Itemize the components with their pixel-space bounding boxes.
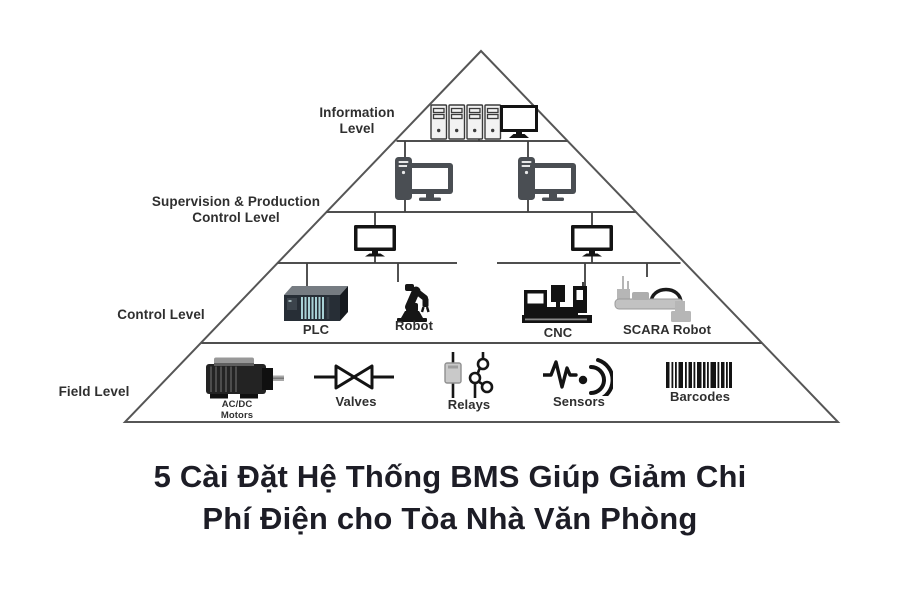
server-rack-icon — [430, 104, 502, 140]
workstation-icon — [518, 157, 576, 201]
device-label-scara-robot: SCARA Robot — [623, 322, 711, 337]
sensor-icon — [543, 358, 613, 396]
cnc-machine-icon — [522, 282, 592, 323]
monitor-icon — [571, 225, 613, 257]
page-title-line-2: Phí Điện cho Tòa Nhà Văn Phòng — [202, 501, 698, 536]
device-label-acdc-motors: AC/DC Motors — [205, 399, 269, 421]
page-title-line-1: 5 Cài Đặt Hệ Thống BMS Giúp Giảm Chi — [153, 459, 747, 494]
level-label-field: Field Level — [41, 384, 147, 400]
device-label-cnc: CNC — [543, 325, 573, 340]
level-label-line: Field Level — [58, 384, 130, 399]
scara-robot-icon — [614, 276, 691, 322]
pyramid-triangle — [122, 49, 841, 423]
page-title: 5 Cài Đặt Hệ Thống BMS Giúp Giảm Chi Phí… — [0, 456, 900, 540]
motor-icon — [206, 357, 284, 399]
level-label-line: Level — [339, 121, 375, 136]
monitor-icon — [500, 105, 538, 138]
device-label-barcodes: Barcodes — [669, 389, 731, 404]
barcode-icon — [666, 362, 732, 388]
workstation-icon — [395, 157, 453, 201]
network-connector-lines — [306, 133, 648, 292]
level-label-control: Control Level — [108, 307, 214, 323]
valve-icon — [314, 364, 394, 390]
device-label-line: Motors — [220, 410, 254, 421]
device-label-sensors: Sensors — [552, 394, 605, 409]
automation-pyramid-diagram: Information Level Supervision & Producti… — [41, 49, 841, 423]
level-label-line: Control Level — [117, 307, 205, 322]
device-label-valves: Valves — [335, 394, 377, 409]
relay-icon — [444, 352, 494, 398]
device-label-plc: PLC — [302, 322, 330, 337]
level-label-line: Information — [319, 105, 395, 120]
level-label-information: Information Level — [304, 105, 410, 137]
robot-arm-icon — [397, 284, 430, 322]
level-label-supervision: Supervision & Production Control Level — [132, 194, 340, 226]
monitor-icon — [354, 225, 396, 257]
plc-icon — [284, 286, 348, 321]
level-label-line: Control Level — [192, 210, 280, 225]
pyramid-outline — [122, 49, 841, 423]
device-label-line: AC/DC — [221, 399, 253, 410]
level-label-line: Supervision & Production — [151, 194, 321, 209]
device-label-robot: Robot — [394, 318, 434, 333]
device-label-relays: Relays — [447, 397, 491, 412]
